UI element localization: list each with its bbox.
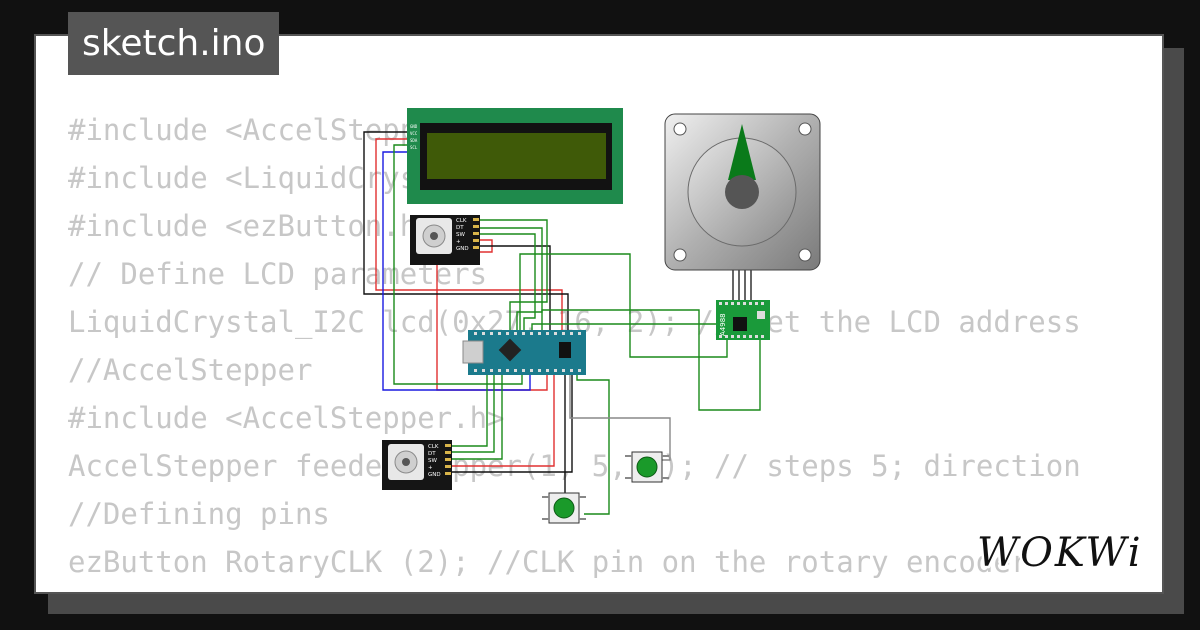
button-leg — [625, 477, 632, 479]
driver-pins — [719, 302, 764, 338]
wire-green — [576, 374, 610, 515]
button-leg — [579, 518, 586, 520]
pushbutton-right[interactable] — [625, 451, 669, 483]
encoder-pin-label: GND — [456, 246, 469, 252]
mount-hole — [673, 122, 687, 136]
lcd-screen — [427, 133, 606, 179]
mcu-chip — [498, 338, 522, 362]
wire-blue — [382, 151, 531, 391]
wire-gray — [569, 374, 671, 461]
lcd-pin-labels: GND VCC SDA SCL — [410, 124, 418, 150]
driver-chip — [733, 317, 747, 331]
wire-green — [452, 374, 495, 453]
code-line: #include <ezButton.h> — [68, 209, 435, 243]
preview-card[interactable]: #include <AccelStepper.h>#include <Liqui… — [34, 34, 1164, 594]
wire-red — [452, 374, 555, 467]
encoder-pin-label: + — [428, 465, 433, 471]
encoder-pin-label: + — [456, 239, 461, 245]
driver-label: A4988 — [719, 313, 727, 336]
wire-green — [480, 227, 543, 332]
encoder-pins — [445, 444, 451, 475]
wire-green — [541, 309, 761, 411]
logo-outline: WOKWi — [977, 530, 1143, 576]
encoder-shaft — [430, 232, 438, 240]
file-tab[interactable]: sketch.ino — [68, 12, 280, 75]
mount-hole — [798, 248, 812, 262]
button-leg — [542, 496, 549, 498]
wokwi-logo: WOKWi WOKWi — [975, 528, 1143, 576]
circuit-diagram[interactable]: GND VCC SDA SCL CLK DT SW + GND — [36, 36, 1164, 594]
code-line: ezButton RotaryCLK (2); //CLK pin on the… — [68, 545, 1029, 579]
lcd-pin-label: SCL — [410, 145, 418, 150]
button-leg — [579, 496, 586, 498]
wire-green — [480, 219, 548, 332]
encoder-pin-labels: CLK DT SW + GND — [456, 218, 469, 252]
encoder-pin-label: DT — [428, 451, 436, 457]
button-leg — [625, 455, 632, 457]
code-line: //AccelStepper — [68, 353, 313, 387]
code-line: #include <AccelStepper.h> — [68, 401, 505, 435]
code-line: //Defining pins — [68, 497, 330, 531]
encoder-pin-labels: CLK DT SW + GND — [428, 444, 441, 478]
button-cap — [636, 456, 658, 478]
rotary-encoder-top[interactable]: CLK DT SW + GND — [410, 215, 480, 265]
encoder-pins — [473, 218, 479, 249]
wire-green — [393, 144, 523, 385]
wire-black — [363, 131, 569, 332]
wire-red — [375, 138, 563, 332]
wire-green — [519, 253, 728, 358]
regulator-chip — [559, 342, 571, 358]
stepper-motor[interactable] — [664, 113, 821, 271]
pushbutton-left[interactable] — [542, 492, 586, 524]
button-leg — [662, 455, 669, 457]
wire-green — [452, 374, 503, 460]
wire-black — [480, 245, 551, 332]
motor-shaft — [725, 175, 759, 209]
wire-black — [452, 374, 573, 473]
wire-green — [452, 374, 488, 447]
arduino-nano[interactable] — [462, 330, 586, 375]
wires — [363, 131, 761, 515]
nano-pin-header-top — [474, 332, 581, 335]
button-cap — [553, 497, 575, 519]
lcd-pin-label: SDA — [410, 138, 418, 143]
encoder-pin-label: CLK — [456, 218, 467, 224]
mount-hole — [673, 248, 687, 262]
lcd-display[interactable]: GND VCC SDA SCL — [407, 108, 623, 204]
lcd-pin-label: GND — [410, 124, 418, 129]
encoder-pin-label: SW — [456, 232, 465, 238]
lcd-pin-label: VCC — [410, 131, 418, 136]
wire-motor — [732, 270, 752, 300]
button-leg — [662, 477, 669, 479]
mount-hole — [798, 122, 812, 136]
nano-pin-header-bottom — [474, 369, 581, 372]
encoder-pin-label: SW — [428, 458, 437, 464]
driver-potentiometer — [757, 311, 765, 319]
logo-text: WOKWi — [977, 530, 1143, 576]
rotary-encoder-bottom[interactable]: CLK DT SW + GND — [382, 440, 452, 490]
encoder-shaft — [402, 458, 410, 466]
encoder-pin-label: GND — [428, 472, 441, 478]
usb-port — [462, 340, 484, 364]
shaft-indicator — [728, 124, 756, 180]
wire-green — [480, 233, 536, 332]
a4988-driver[interactable]: A4988 — [716, 300, 770, 340]
encoder-pin-label: CLK — [428, 444, 439, 450]
wire-green — [531, 323, 718, 332]
encoder-pin-label: DT — [456, 225, 464, 231]
button-leg — [542, 518, 549, 520]
